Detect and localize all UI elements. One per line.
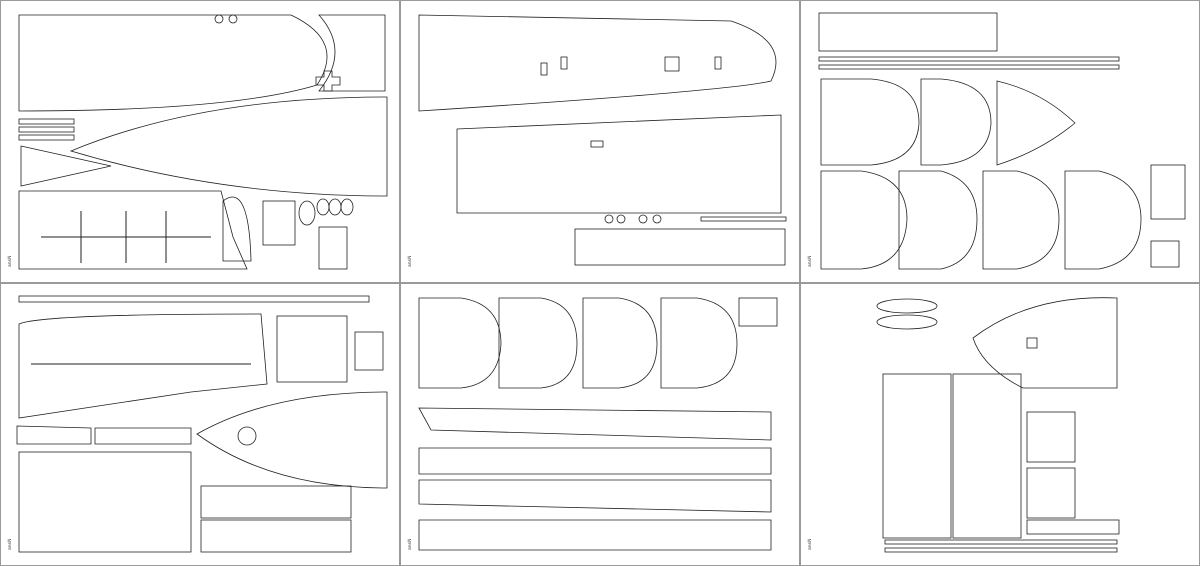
strip-part	[200, 519, 352, 553]
cut-sheet-3: ansN	[800, 0, 1200, 283]
hole-part	[540, 62, 548, 76]
hatch-part	[298, 200, 316, 226]
plate-part	[738, 297, 778, 327]
strip-part	[700, 216, 787, 222]
sheet-1-id: ansN	[7, 256, 13, 267]
ring-part	[638, 214, 648, 224]
frame-part	[898, 170, 978, 270]
strip-part	[818, 64, 1120, 70]
strip-part	[884, 547, 1118, 553]
ring-part	[604, 214, 614, 224]
hull-bottom-part	[196, 391, 388, 489]
strip-part	[94, 427, 192, 445]
round-part	[214, 14, 224, 24]
plate-part	[276, 315, 348, 383]
sheet-5-id: ansN	[407, 539, 413, 550]
sheet-2-parts: ansN	[407, 14, 787, 267]
ring-part	[316, 198, 330, 216]
plate-part	[882, 373, 952, 539]
strip-part	[18, 134, 75, 141]
hole-part	[714, 56, 722, 70]
cut-sheet-1: ansN	[0, 0, 400, 283]
keel-part	[18, 190, 248, 270]
strip-part	[18, 126, 75, 133]
plate-part	[18, 451, 192, 553]
strip-part	[16, 425, 92, 445]
sheet-1-parts: ansN	[7, 14, 388, 270]
ring-part	[616, 214, 626, 224]
frame-part	[660, 297, 738, 389]
deck-part	[318, 14, 386, 92]
frame-part	[996, 80, 1076, 166]
cut-sheet-6: ansN	[800, 283, 1200, 566]
sheet-2-id: ansN	[407, 256, 413, 267]
sheet-3-id: ansN	[807, 256, 813, 267]
frame-part	[982, 170, 1060, 270]
strip-part	[18, 295, 370, 303]
hole-part	[590, 140, 604, 148]
strip-part	[818, 12, 998, 52]
frame-part	[418, 297, 502, 389]
keel-part	[418, 407, 772, 441]
keel-part	[418, 479, 772, 513]
frame-part	[920, 78, 992, 166]
frame-part	[1064, 170, 1142, 270]
keel-part	[418, 519, 772, 551]
plate-part	[318, 226, 348, 270]
port-part	[237, 426, 257, 446]
strip-part	[884, 539, 1118, 545]
sheet-6-id: ansN	[807, 539, 813, 550]
sheet-5-parts: ansN	[407, 297, 778, 551]
hull-side-part	[18, 313, 268, 419]
sheet-4-id: ansN	[7, 539, 13, 550]
round-part	[228, 14, 238, 24]
ring-part	[328, 198, 342, 216]
hole-part	[664, 56, 680, 72]
bulkhead-part	[222, 196, 252, 262]
hole-part	[1026, 337, 1038, 349]
hole-part	[560, 56, 568, 70]
sheet-4-parts: ansN	[7, 295, 388, 553]
cross-part	[315, 70, 341, 92]
ring-part	[876, 314, 938, 330]
plate-part	[262, 200, 296, 246]
hull-bottom-part	[456, 114, 782, 214]
plate-part	[952, 373, 1022, 539]
frame-part	[20, 145, 112, 187]
sheet-3-parts: ansN	[807, 12, 1186, 270]
ring-part	[876, 298, 938, 314]
frame-part	[582, 297, 658, 389]
ring-part	[652, 214, 662, 224]
strip-part	[574, 228, 786, 266]
frame-part	[820, 78, 920, 166]
sheet-6-parts: ansN	[807, 297, 1120, 553]
keel-part	[418, 447, 772, 475]
cut-sheet-4: ansN	[0, 283, 400, 566]
deck-part	[972, 297, 1118, 389]
frame-part	[498, 297, 578, 389]
hull-side-part	[18, 14, 328, 112]
plate-part	[354, 331, 384, 371]
plate-part	[1026, 411, 1076, 463]
ring-part	[340, 198, 354, 216]
cut-sheet-5: ansN	[400, 283, 800, 566]
frame-part	[820, 170, 908, 270]
cut-sheet-2: ansN	[400, 0, 800, 283]
plate-part	[1150, 240, 1180, 268]
strip-part	[18, 118, 75, 125]
strip-part	[818, 56, 1120, 62]
hull-side-part	[69, 96, 388, 197]
plate-part	[1150, 164, 1186, 220]
plate-part	[1026, 467, 1076, 519]
deck-part	[418, 14, 777, 112]
strip-part	[200, 485, 352, 519]
strip-part	[1026, 519, 1120, 535]
